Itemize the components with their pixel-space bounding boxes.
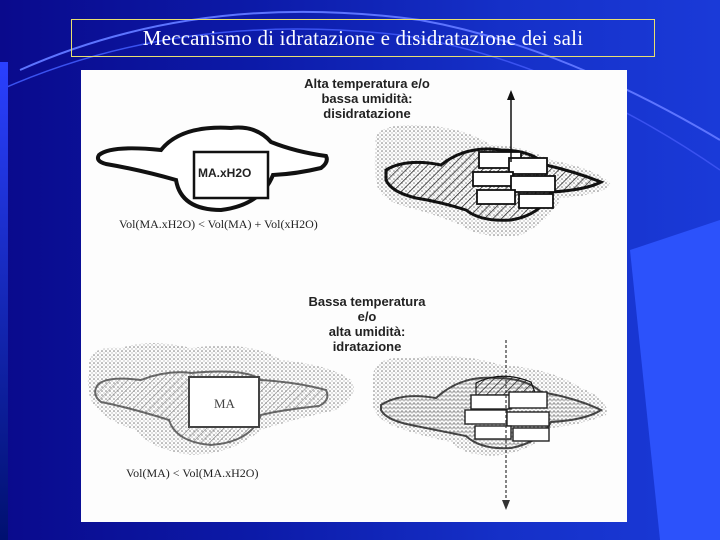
top-condition-line-1: Alta temperatura e/o [304, 76, 430, 91]
bottom-right-pore [372, 340, 607, 510]
top-left-pore [95, 125, 329, 213]
bottom-condition-line-3: alta umidità: [328, 324, 406, 339]
bottom-left-pore [87, 343, 354, 455]
bottom-condition-line-2: e/o [357, 309, 377, 324]
crystal-label-anhydrous: MA [214, 396, 235, 411]
slide-title-text: Meccanismo di idratazione e disidratazio… [142, 25, 584, 50]
slide-title: Meccanismo di idratazione e disidratazio… [71, 19, 655, 57]
bottom-condition-label: Bassa temperatura e/o alta umidità: idra… [277, 294, 457, 354]
top-condition-label: Alta temperatura e/o bassa umidità: disi… [277, 76, 457, 121]
hydration-diagram: Alta temperatura e/o bassa umidità: disi… [81, 70, 627, 522]
top-condition-line-2: bassa umidità: [321, 91, 413, 106]
left-accent-bar [0, 62, 8, 540]
bottom-condition-line-1: Bassa temperatura [308, 294, 426, 309]
bottom-volume-formula: Vol(MA) < Vol(MA.xH2O) [126, 466, 259, 480]
top-volume-formula: Vol(MA.xH2O) < Vol(MA) + Vol(xH2O) [119, 217, 318, 231]
crystal-box-top [192, 150, 270, 200]
bottom-condition-line-4: idratazione [332, 339, 402, 354]
top-right-pore [374, 90, 611, 237]
top-condition-line-3: disidratazione [323, 106, 411, 121]
diagram-drawing [87, 90, 611, 510]
crystal-box-bottom [188, 376, 260, 428]
crystal-label-hydrated: MA.xH2O [198, 166, 252, 180]
